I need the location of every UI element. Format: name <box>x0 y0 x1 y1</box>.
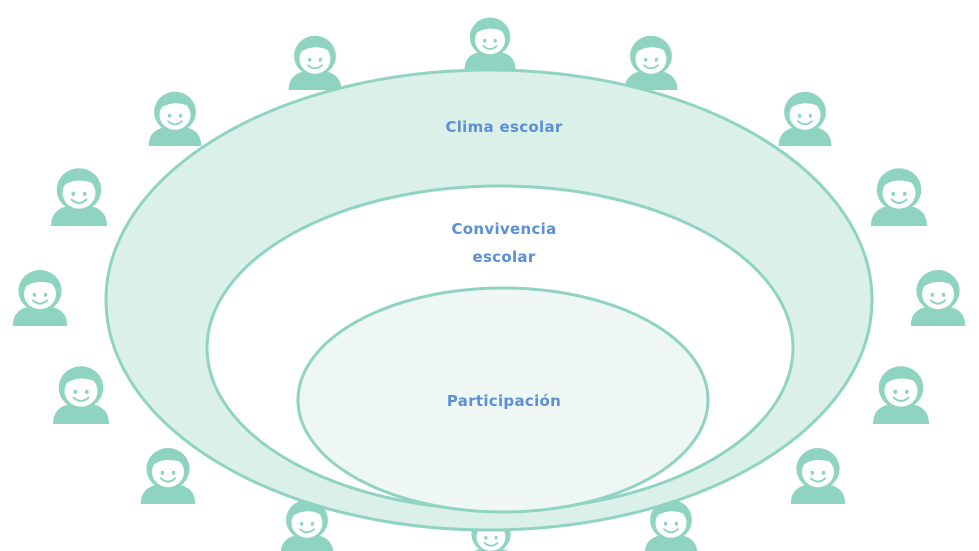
person-icon <box>777 90 833 146</box>
middle-circle-label-line-1: Convivencia <box>452 220 557 238</box>
person-icon <box>49 167 109 226</box>
person-icon <box>11 269 69 326</box>
inner-circle <box>296 286 710 514</box>
person-icon <box>871 365 931 424</box>
person-icon <box>287 34 343 90</box>
person-icon <box>869 167 929 226</box>
person-icon <box>909 269 967 326</box>
person-icon <box>463 16 517 70</box>
middle-circle-label-line-2: escolar <box>472 248 535 266</box>
person-icon <box>51 365 111 424</box>
inner-circle-label: Participación <box>447 392 561 410</box>
person-icon <box>139 447 197 504</box>
person-icon <box>147 90 203 146</box>
outer-circle-label: Clima escolar <box>445 118 562 136</box>
person-icon <box>623 34 679 90</box>
person-icon <box>789 447 847 504</box>
